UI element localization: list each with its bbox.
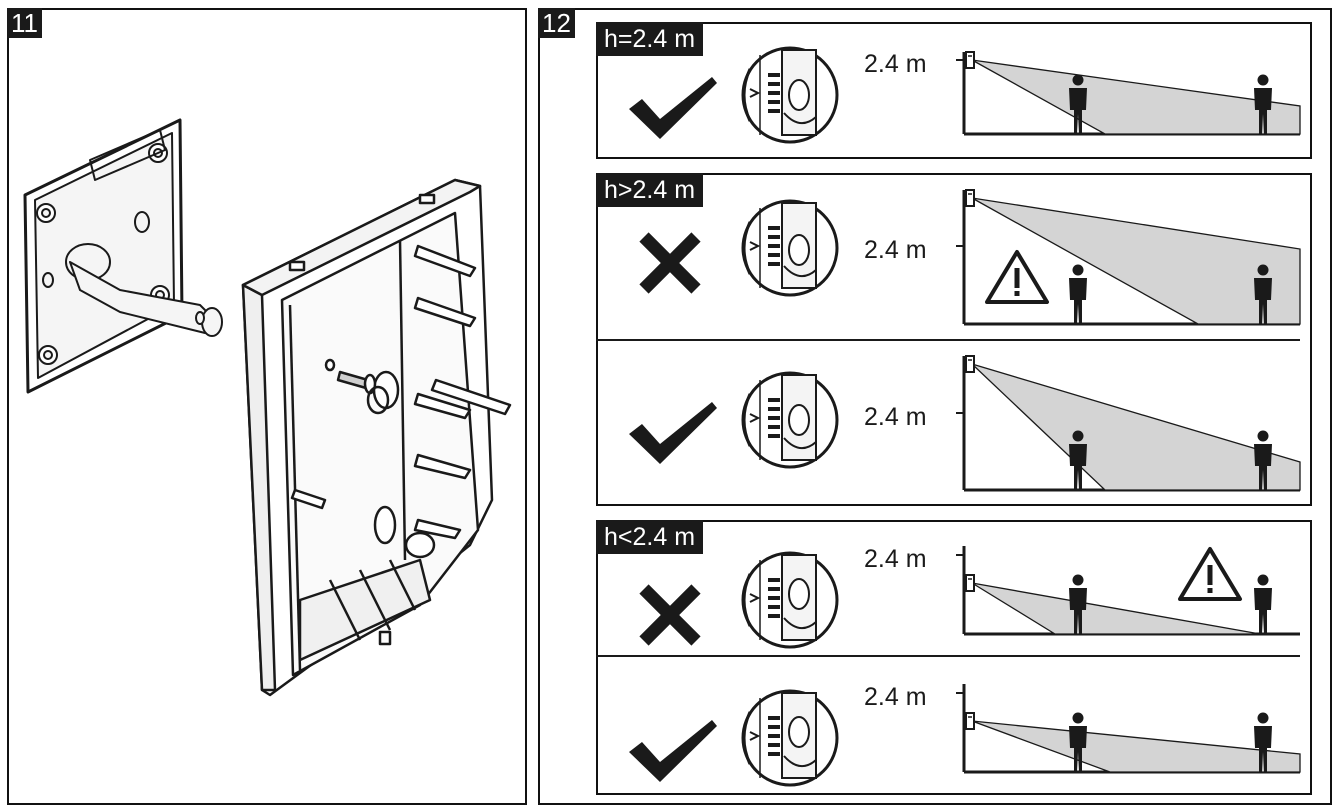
- detector-icon: [965, 51, 975, 69]
- cross-mark-icon: [639, 584, 701, 646]
- lens-adjustment-icon: [741, 689, 839, 787]
- detector-icon: [965, 189, 975, 207]
- detection-zone: [971, 197, 1301, 325]
- person-silhouette: [1254, 712, 1272, 772]
- diagram-row: 2.4 m: [629, 46, 1301, 144]
- person-silhouette: [1069, 430, 1087, 490]
- height-tag-less: h<2.4 m: [596, 520, 704, 554]
- detection-zone: [971, 582, 1261, 635]
- height-label: 2.4 m: [864, 683, 927, 711]
- detector-icon: [965, 712, 975, 730]
- lens-adjustment-icon: [741, 551, 839, 649]
- detection-zone: [971, 363, 1301, 491]
- person-silhouette: [1254, 574, 1272, 634]
- figure-11-number: 11: [7, 8, 42, 38]
- check-mark-icon: [629, 402, 717, 464]
- height-label: 2.4 m: [864, 545, 927, 573]
- detection-zone: [971, 59, 1301, 135]
- person-silhouette: [1069, 574, 1087, 634]
- group-h-equal: [596, 22, 1312, 159]
- warning-triangle-icon: [1178, 547, 1242, 601]
- detector-icon: [965, 355, 975, 373]
- person-silhouette: [1069, 74, 1087, 134]
- person-silhouette: [1069, 712, 1087, 772]
- diagram-row: 2.4 m: [629, 355, 1301, 492]
- check-mark-icon: [629, 720, 717, 782]
- person-silhouette: [1069, 264, 1087, 324]
- lens-adjustment-icon: [741, 371, 839, 469]
- diagram-row: 2.4 m: [639, 189, 1301, 326]
- person-silhouette: [1254, 430, 1272, 490]
- detector-icon: [965, 574, 975, 592]
- height-label: 2.4 m: [864, 403, 927, 431]
- figure-12-number: 12: [538, 8, 575, 38]
- check-mark-icon: [629, 77, 717, 139]
- group-h-less: [596, 520, 1312, 795]
- height-tag-equal: h=2.4 m: [596, 22, 704, 56]
- cross-mark-icon: [639, 232, 701, 294]
- figure-11-panel: [7, 8, 527, 805]
- lens-adjustment-icon: [741, 46, 839, 144]
- diagram-row: 2.4 m: [629, 683, 1301, 787]
- detection-zone: [971, 720, 1301, 773]
- person-silhouette: [1254, 74, 1272, 134]
- height-label: 2.4 m: [864, 236, 927, 264]
- height-label: 2.4 m: [864, 50, 927, 78]
- figure-12-panel: [538, 8, 1332, 805]
- person-silhouette: [1254, 264, 1272, 324]
- height-tag-greater: h>2.4 m: [596, 173, 704, 207]
- diagram-row: 2.4 m: [639, 545, 1300, 649]
- warning-triangle-icon: [985, 250, 1049, 304]
- lens-adjustment-icon: [741, 199, 839, 297]
